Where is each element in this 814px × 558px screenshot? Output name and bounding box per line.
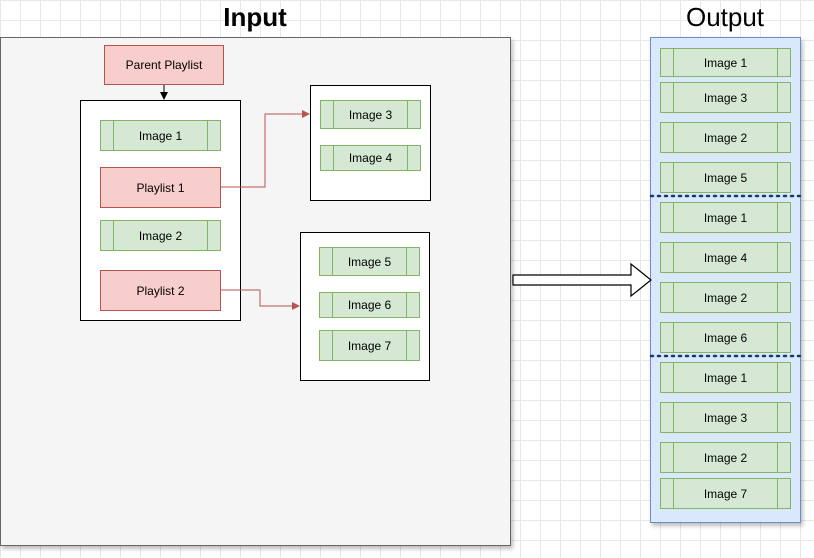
output-item[interactable]: Image 2 <box>660 442 791 473</box>
output-title: Output <box>685 2 765 32</box>
playlist-2-node[interactable]: Playlist 2 <box>100 270 221 311</box>
output-item[interactable]: Image 6 <box>660 322 791 353</box>
output-item[interactable]: Image 2 <box>660 122 791 153</box>
output-item[interactable]: Image 1 <box>660 202 791 233</box>
input-title: Input <box>223 2 287 32</box>
image-4-node[interactable]: Image 4 <box>320 145 421 171</box>
playlist-1-node[interactable]: Playlist 1 <box>100 167 221 208</box>
output-item[interactable]: Image 1 <box>660 48 791 77</box>
output-item[interactable]: Image 3 <box>660 402 791 433</box>
transform-arrow <box>512 262 652 298</box>
output-item[interactable]: Image 3 <box>660 82 791 113</box>
output-item[interactable]: Image 4 <box>660 242 791 273</box>
output-item[interactable]: Image 1 <box>660 362 791 393</box>
output-item[interactable]: Image 5 <box>660 162 791 193</box>
input-panel <box>0 37 511 546</box>
output-item[interactable]: Image 7 <box>660 478 791 509</box>
parent-playlist-node[interactable]: Parent Playlist <box>104 45 224 85</box>
output-item[interactable]: Image 2 <box>660 282 791 313</box>
image-1-node[interactable]: Image 1 <box>100 120 221 151</box>
image-7-node[interactable]: Image 7 <box>319 330 420 361</box>
image-3-node[interactable]: Image 3 <box>320 100 421 129</box>
image-2-node[interactable]: Image 2 <box>100 220 221 251</box>
image-5-node[interactable]: Image 5 <box>319 247 420 276</box>
image-6-node[interactable]: Image 6 <box>319 292 420 318</box>
